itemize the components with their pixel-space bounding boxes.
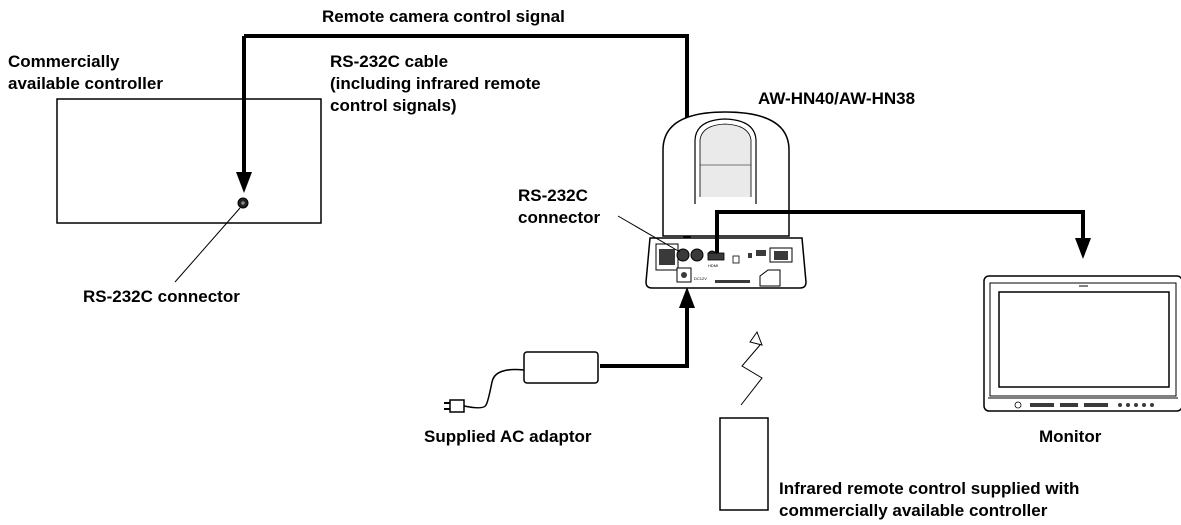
controller-label-line2: available controller [8,74,163,93]
camera-connector-label-line1: RS-232C [518,186,588,205]
rs232c-cable-label-line2: (including infrared remote [330,74,541,93]
ac-plug-icon [444,399,465,413]
arrow-to-monitor [1075,238,1091,259]
remote-signal-label: Remote camera control signal [322,7,565,26]
monitor-device [983,275,1181,412]
monitor-label: Monitor [1039,427,1102,446]
controller-label-line1: Commercially [8,52,120,71]
controller-connector-label: RS-232C connector [83,287,240,306]
rs232c-cable-label-line1: RS-232C cable [330,52,449,71]
infrared-arrow-icon [749,330,763,346]
ac-adaptor-body [523,351,599,384]
dc-in-marking: DC12V [694,276,707,281]
arrow-to-camera-dc [679,287,695,308]
hdmi-marking: HDMI [708,263,718,268]
camera-model-label: AW-HN40/AW-HN38 [758,89,916,108]
infrared-remote-control [719,417,769,511]
monitor-control-buttons [1030,403,1154,407]
camera-connector-label-line2: connector [518,208,601,227]
arrow-to-controller [236,172,252,193]
hdmi-cable [715,210,1091,259]
ac-adaptor [444,287,695,413]
camera-device: DC12V HDMI [645,111,807,289]
infrared-signal [740,330,763,406]
rs232c-cable-label-line3: control signals) [330,96,457,115]
camera-connector-leader [617,215,681,253]
ir-remote-label-line1: Infrared remote control supplied with [779,479,1080,498]
ir-remote-label-line2: commercially available controller [779,501,1048,520]
ac-adaptor-label: Supplied AC adaptor [424,427,592,446]
ac-power-cord [463,368,525,409]
controller-device [56,98,322,283]
monitor-screen [998,291,1170,388]
controller-connector-leader [174,207,241,283]
